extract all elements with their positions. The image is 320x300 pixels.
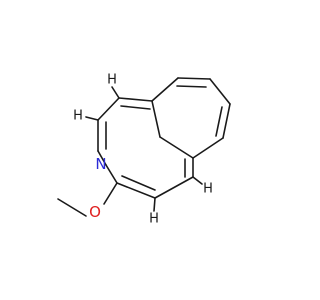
bond [120, 105, 151, 110]
hydrogen-label: H [149, 212, 159, 227]
bond [192, 176, 203, 185]
bond [103, 182, 118, 205]
hydrogen-label: H [107, 73, 117, 88]
bond [57, 198, 87, 217]
nitrogen-atom-label: N [95, 155, 106, 173]
bond [192, 137, 224, 159]
bond [154, 176, 194, 199]
bond [105, 164, 118, 184]
oxygen-atom-label: O [89, 203, 101, 221]
bond [209, 78, 231, 105]
bond [97, 150, 107, 166]
bond [177, 77, 211, 80]
bond [116, 182, 156, 199]
bond [151, 100, 161, 138]
bond [215, 106, 223, 137]
bond [121, 175, 156, 191]
bond [111, 86, 120, 99]
bond [153, 197, 156, 212]
bond [85, 116, 99, 121]
bond [97, 97, 120, 121]
bond [222, 103, 231, 139]
bond [118, 97, 153, 102]
bond [176, 85, 207, 88]
hydrogen-label: H [203, 182, 213, 197]
bond [151, 77, 179, 102]
hydrogen-label: H [73, 109, 83, 124]
molecule-structure: N O H H H H [57, 73, 231, 227]
molecule-canvas: N O H H H H [57, 72, 231, 227]
bond [159, 136, 194, 159]
